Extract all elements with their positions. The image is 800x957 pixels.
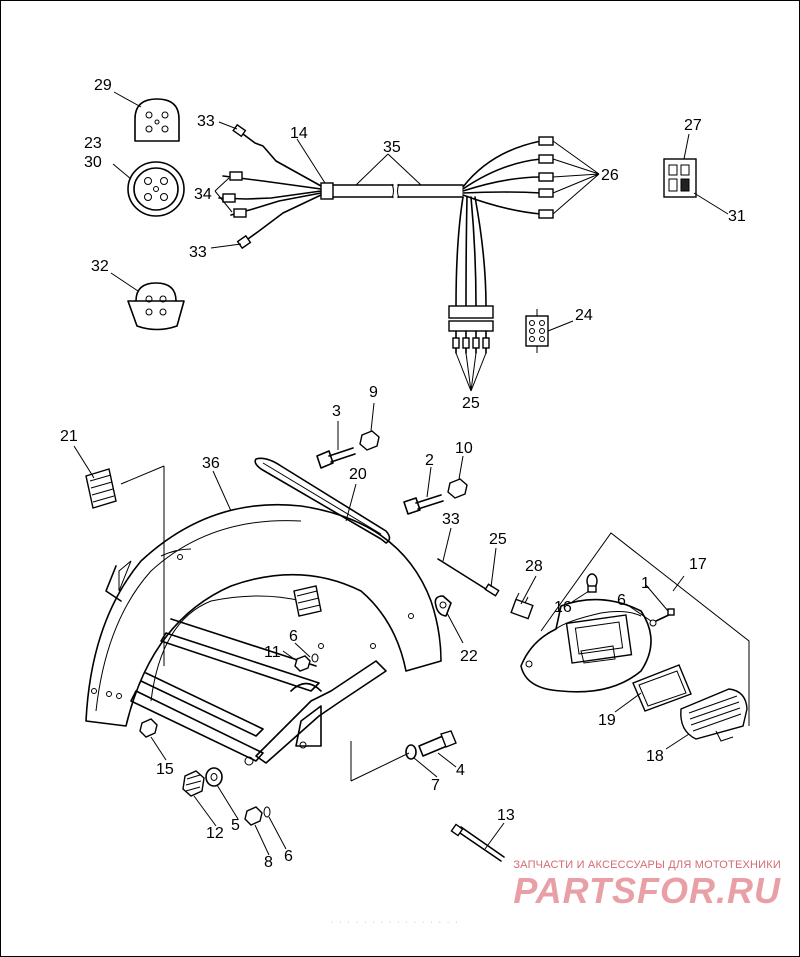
callout-16: 16 [554,599,572,616]
callout-9: 9 [369,384,378,401]
callout-19: 19 [598,712,616,729]
callout-14: 14 [290,125,308,142]
washer-5 [205,767,223,787]
gasket-19 [632,664,692,712]
nut-9 [359,430,380,451]
callouts: 29 23 30 32 33 14 35 34 33 26 27 31 24 2… [60,77,746,871]
bolt-3 [316,447,356,469]
callout-3: 3 [332,403,341,420]
connector-29 [134,98,180,142]
cable-tie-13 [450,823,505,862]
callout-6-fender: 6 [289,628,298,645]
callout-13: 13 [497,807,515,824]
connector-24 [525,309,549,353]
connector-23-30 [127,161,185,217]
callout-32: 32 [91,258,109,275]
callout-6-lamp: 6 [617,592,626,609]
socket-28 [510,592,534,620]
callout-11: 11 [264,644,281,661]
connector-32 [127,282,185,331]
trim-strip-20 [254,457,391,544]
callout-12: 12 [206,825,224,842]
callout-24: 24 [575,307,593,324]
callout-7: 7 [431,777,440,794]
callout-5: 5 [231,817,240,834]
fender-36 [85,503,442,766]
nut-11 [294,655,311,672]
callout-10: 10 [455,440,473,457]
callout-15: 15 [156,761,174,778]
watermark-tagline: ЗАПЧАСТИ И АКСЕССУАРЫ ДЛЯ МОТОТЕХНИКИ [513,859,781,871]
callout-28: 28 [525,558,543,575]
callout-30: 30 [84,154,102,171]
callout-22: 22 [460,648,478,665]
bulb-16 [586,573,598,593]
callout-33-center: 33 [442,511,460,528]
washer-6-lower [263,806,271,818]
callout-36: 36 [202,455,220,472]
wire-33-center [437,558,500,597]
washer-6-lamp [649,619,657,627]
callout-20: 20 [349,466,367,483]
connector-27 [663,158,697,198]
tail-lamp-housing [520,598,652,693]
lens-18 [680,688,748,742]
callout-33-top: 33 [197,113,215,130]
watermark-logo: PARTSFOR.RU [513,870,781,911]
bolt-2 [403,494,444,515]
callout-17: 17 [689,556,707,573]
watermark: ЗАПЧАСТИ И АКСЕССУАРЫ ДЛЯ МОТОТЕХНИКИ PA… [461,859,781,911]
reflector-21 [85,468,117,509]
callout-21: 21 [60,428,78,445]
callout-1: 1 [641,575,650,592]
callout-25-harness: 25 [462,395,480,412]
nut-8 [244,806,263,826]
callout-2: 2 [425,452,434,469]
callout-33-mid: 33 [189,244,207,261]
callout-18: 18 [646,748,664,765]
callout-35: 35 [383,139,401,156]
callout-8: 8 [264,854,273,871]
callout-4: 4 [456,762,465,779]
footnote-dots: · · · · · · · · · · · · · · · · [331,919,460,926]
clamp-22 [434,595,452,617]
callout-29: 29 [94,77,112,94]
knurled-nut-12 [182,770,205,797]
bolt-4 [418,730,457,757]
leader-lines [73,91,729,856]
callout-25-center: 25 [489,531,507,548]
callout-34: 34 [194,186,212,203]
washer-6-upper [311,653,319,663]
nut-10 [447,478,468,499]
callout-23: 23 [84,135,102,152]
callout-6-lower: 6 [284,848,293,865]
screw-1 [655,608,675,622]
callout-31: 31 [728,208,746,225]
callout-27: 27 [684,117,702,134]
nut-15 [139,718,158,738]
wire-harness [218,123,554,354]
side-reflector [293,585,322,617]
callout-26: 26 [601,167,619,184]
washer-7 [405,744,417,760]
